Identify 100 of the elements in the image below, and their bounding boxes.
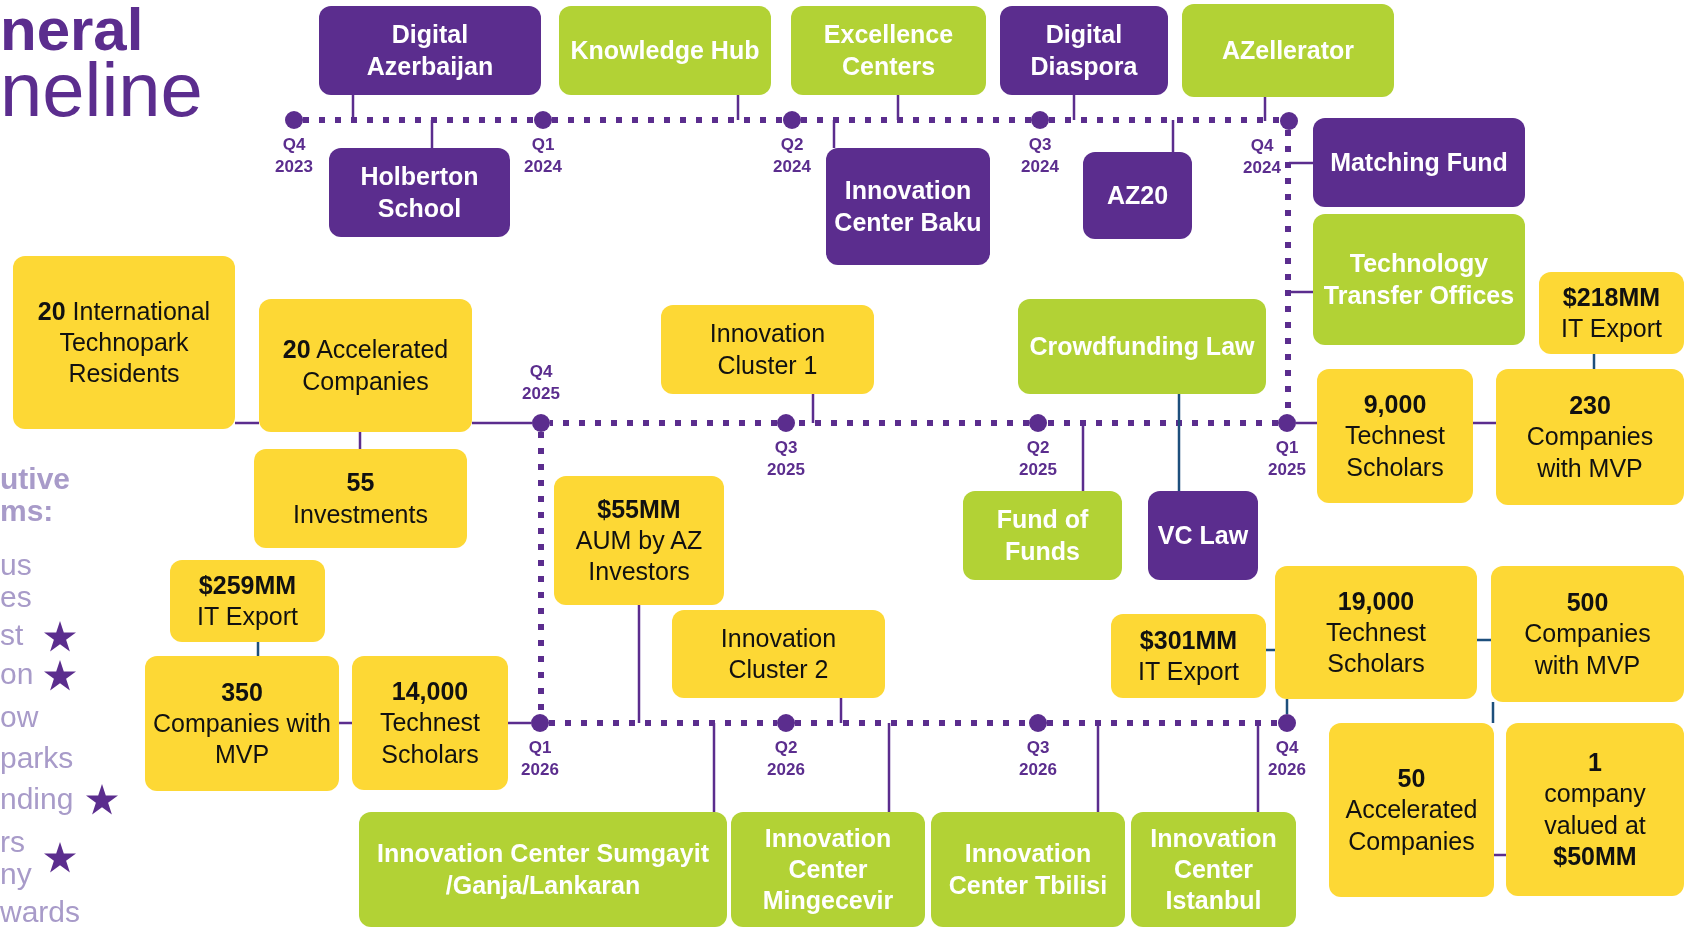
- initiative-box: [1000, 6, 1168, 95]
- connector-line: [1096, 723, 1100, 812]
- initiative-box: [826, 148, 990, 265]
- target-box: [13, 256, 235, 429]
- connector-line: [1491, 702, 1495, 723]
- box-label: AUM by AZ Investors: [574, 524, 704, 588]
- box-label: Technest Scholars: [378, 707, 482, 770]
- initiative-box: [1083, 152, 1192, 239]
- timeline-dot: [1029, 714, 1047, 732]
- box-label: company valued at $50MM: [1543, 778, 1647, 872]
- quarter-label: Q1 2026: [520, 737, 560, 782]
- box-label: Holberton School: [359, 161, 480, 224]
- metric-value: 1: [1588, 747, 1602, 778]
- list-item-fragment: wards: [0, 897, 81, 927]
- target-box: [1317, 369, 1473, 503]
- metric-value: $55MM: [597, 493, 681, 525]
- quarter-label: Q3 2024: [1020, 134, 1060, 179]
- box-label: Innovation Center Istanbul: [1149, 822, 1278, 917]
- target-box: [1496, 369, 1684, 505]
- box-label: Fund of Funds: [995, 504, 1090, 567]
- initiative-box: [559, 6, 771, 95]
- box-label: Crowdfunding Law: [1029, 330, 1255, 362]
- target-box: [170, 560, 325, 642]
- connector-line: [811, 394, 815, 423]
- connector-line: [896, 95, 900, 120]
- box-label: IT Export: [1138, 656, 1239, 687]
- connector-line: [430, 120, 434, 148]
- box-label: Accelerated Companies: [1344, 794, 1479, 857]
- connector-line: [1289, 161, 1313, 165]
- box-label: Innovation Center Sumgayit /Ganja/Lankaran: [376, 838, 710, 901]
- metric-value: 19,000: [1337, 585, 1415, 617]
- quarter-label: Q4 2026: [1267, 737, 1307, 782]
- box-label: Companies with MVP: [1525, 421, 1655, 484]
- list-item-fragment: es: [0, 582, 32, 612]
- metric-value: 55: [346, 467, 375, 499]
- list-item-fragment: nding: [0, 784, 74, 814]
- box-label: Matching Fund: [1330, 146, 1508, 178]
- box-label: Technology Transfer Offices: [1322, 248, 1516, 311]
- connector-line: [736, 95, 740, 120]
- box-label: AZ20: [1106, 179, 1169, 211]
- box-label: Excellence Centers: [822, 19, 955, 82]
- metric-value: $218MM: [1562, 281, 1661, 313]
- initiative-box: [1313, 118, 1525, 207]
- target-box: [554, 476, 724, 605]
- box-label: VC Law: [1157, 519, 1249, 551]
- connector-line: [235, 421, 259, 425]
- list-item-fragment: parks: [0, 743, 74, 773]
- timeline-dot: [1031, 111, 1049, 129]
- timeline-dot: [777, 714, 795, 732]
- target-box: [661, 305, 874, 394]
- target-box: [145, 656, 339, 791]
- metric-value: 14,000: [391, 676, 469, 708]
- box-label: IT Export: [197, 601, 298, 632]
- box-label: Companies with MVP: [153, 707, 331, 771]
- timeline-line: [1049, 117, 1280, 123]
- connector-line: [1177, 394, 1181, 491]
- connector-line: [1288, 290, 1313, 294]
- connector-line: [1171, 120, 1175, 152]
- timeline-dot: [1278, 414, 1296, 432]
- timeline-line: [1047, 720, 1278, 726]
- connector-line: [1296, 421, 1317, 425]
- list-item-fragment: us: [0, 550, 32, 580]
- quarter-label: Q4 2023: [274, 134, 314, 179]
- initiative-box: [1313, 214, 1525, 345]
- target-box: [254, 449, 467, 548]
- metric-value: 50: [1397, 763, 1426, 795]
- initiative-box: [791, 6, 986, 95]
- box-label: 20 Accelerated Companies: [281, 334, 450, 397]
- list-item-fragment: rs: [0, 827, 25, 857]
- list-item-fragment: ow: [0, 702, 39, 732]
- quarter-label: Q2 2024: [772, 134, 812, 179]
- timeline-line: [552, 117, 783, 123]
- initiative-box: [931, 812, 1125, 927]
- connector-line: [832, 120, 836, 148]
- list-item-fragment: st: [0, 620, 24, 650]
- connector-line: [839, 698, 843, 723]
- initiative-box: [329, 148, 510, 237]
- quarter-label: Q1 2025: [1267, 437, 1307, 482]
- target-box: [1491, 566, 1684, 702]
- list-item-fragment: ms:: [0, 496, 54, 526]
- quarter-label: Q4 2025: [521, 361, 561, 406]
- target-box: [1329, 723, 1494, 897]
- timeline-line: [550, 420, 777, 426]
- metric-value: 230: [1569, 390, 1611, 422]
- timeline-dot: [1029, 414, 1047, 432]
- box-label: AZellerator: [1222, 34, 1354, 66]
- timeline-line: [1047, 420, 1278, 426]
- timeline-line: [801, 117, 1031, 123]
- connector-line: [472, 421, 532, 425]
- target-box: [1275, 566, 1477, 699]
- quarter-label: Q1 2024: [523, 134, 563, 179]
- connector-line: [508, 721, 531, 725]
- box-label: Innovation Center Baku: [834, 175, 982, 238]
- list-item-fragment: ny: [0, 859, 32, 889]
- target-box: [1539, 272, 1684, 354]
- metric-value: 9,000: [1363, 389, 1427, 421]
- initiative-box: [963, 491, 1122, 580]
- box-label: 20 International Technopark Residents: [36, 295, 212, 390]
- connector-line: [1473, 421, 1496, 425]
- timeline-dot: [1278, 714, 1296, 732]
